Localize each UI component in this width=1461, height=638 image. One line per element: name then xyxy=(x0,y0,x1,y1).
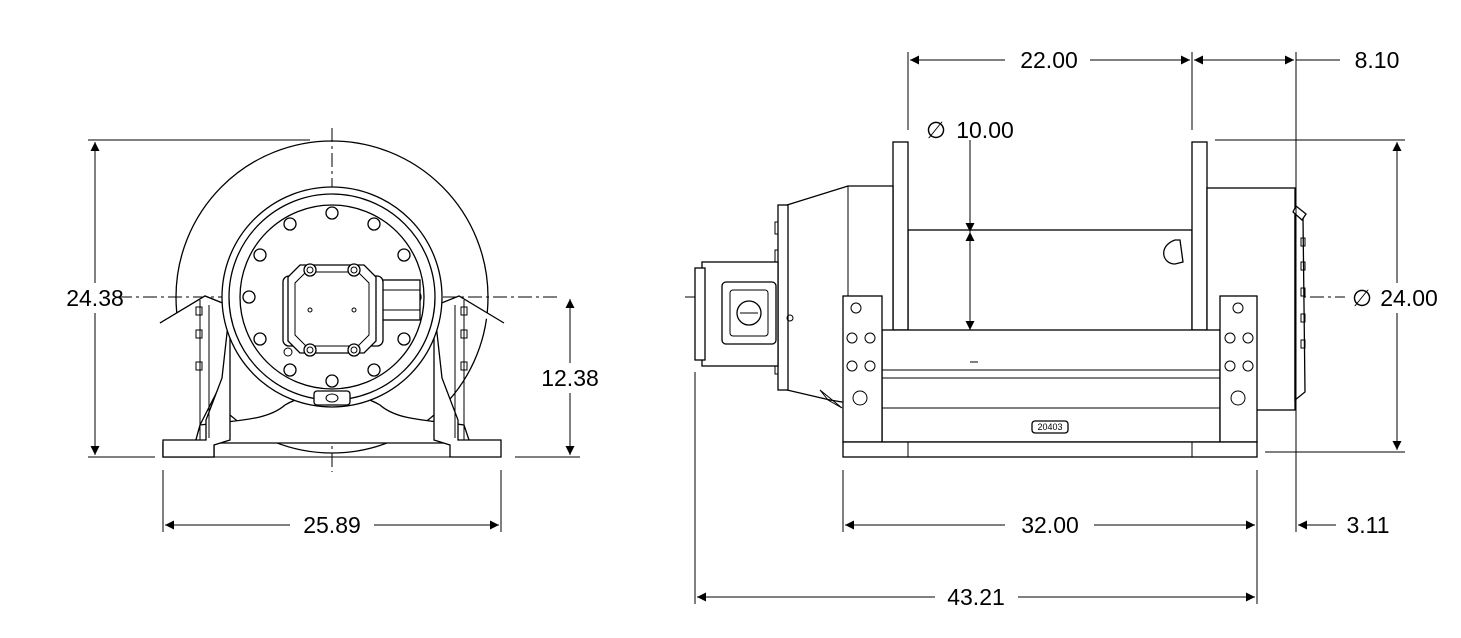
dim-front-height-overall: 24.38 xyxy=(66,142,124,455)
side-nameplate xyxy=(1031,420,1069,434)
dim-side-flange-diameter: ∅ 24.00 xyxy=(1352,142,1438,450)
side-motor-flange xyxy=(777,204,789,391)
side-left-end-plate-holes xyxy=(846,302,876,406)
dim-side-drum-length: 22.00 xyxy=(910,47,1190,73)
side-right-flange xyxy=(1191,141,1208,331)
dim-side-overall-length: 43.21 xyxy=(697,584,1255,610)
side-view: 20403 xyxy=(685,141,1345,458)
dim-label-drum-diameter-symbol: ∅ xyxy=(926,117,946,143)
dim-side-end-offset: 3.11 xyxy=(1298,512,1390,538)
front-right-foot xyxy=(433,295,505,458)
dim-label-width-base: 25.89 xyxy=(303,512,361,538)
dim-label-height-centerline: 12.38 xyxy=(541,365,599,391)
dim-side-flange-overhang: 8.10 xyxy=(1194,47,1399,73)
dim-label-height-overall: 24.38 xyxy=(66,285,124,311)
side-extension-lines xyxy=(694,52,1405,604)
front-bolt-pattern xyxy=(242,206,422,388)
dim-label-base-length: 32.00 xyxy=(1021,512,1079,538)
side-right-end-plate-holes xyxy=(1224,302,1254,406)
side-nameplate-label: 20403 xyxy=(1037,422,1062,432)
front-housing-inner xyxy=(239,204,425,390)
side-left-end-plate xyxy=(842,295,883,443)
dim-label-drum-diameter: 10.00 xyxy=(956,117,1014,143)
front-extension-lines xyxy=(88,139,580,532)
dim-side-drum-diameter: ∅ 10.00 xyxy=(926,117,1014,363)
dim-side-base-length: 32.00 xyxy=(845,512,1255,538)
dim-label-flange-diameter: 24.00 xyxy=(1380,285,1438,311)
dim-label-drum-length: 22.00 xyxy=(1020,47,1078,73)
dim-front-height-centerline: 12.38 xyxy=(541,299,599,455)
dim-label-flange-overhang: 8.10 xyxy=(1355,47,1400,73)
dim-label-overall-length: 43.21 xyxy=(947,584,1005,610)
side-base-bottom xyxy=(842,441,1258,458)
dim-front-width-base: 25.89 xyxy=(165,512,499,538)
side-left-flange xyxy=(892,141,909,331)
dim-label-end-offset: 3.11 xyxy=(1346,512,1389,538)
dim-label-flange-diameter-symbol: ∅ xyxy=(1352,285,1372,311)
front-flange-circle xyxy=(175,140,489,454)
front-nameplate-tab xyxy=(313,390,351,406)
front-motor-body xyxy=(287,264,377,354)
front-view xyxy=(118,128,560,472)
side-drum xyxy=(907,229,1193,333)
